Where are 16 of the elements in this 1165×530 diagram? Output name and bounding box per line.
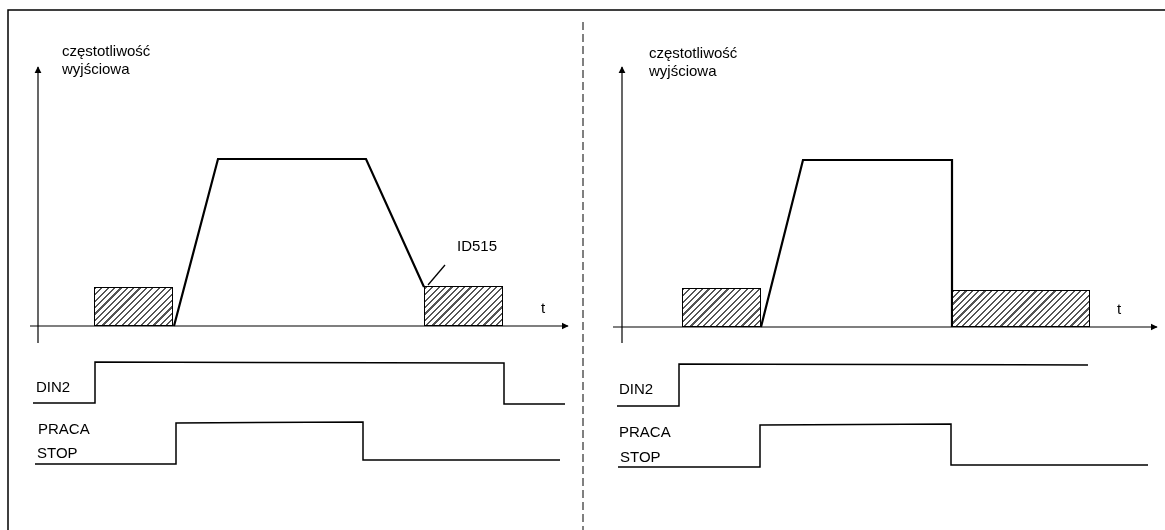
- hatched-area: [682, 288, 761, 327]
- axis-label: częstotliwość wyjściowa: [62, 42, 152, 78]
- signal-label: STOP: [620, 448, 661, 466]
- signal-label: PRACA: [619, 423, 671, 441]
- leader-line: [427, 264, 446, 286]
- axis-label: t: [541, 299, 546, 317]
- callout-label: ID515: [457, 237, 498, 255]
- hatched-area: [952, 290, 1090, 327]
- signal-label: STOP: [37, 444, 78, 462]
- axis-label: t: [1117, 300, 1122, 318]
- signal-label: DIN2: [36, 378, 71, 396]
- hatched-area: [94, 287, 173, 326]
- hatched-area: [424, 286, 503, 326]
- signal-label: DIN2: [619, 380, 654, 398]
- axis-label: częstotliwość wyjściowa: [649, 44, 739, 80]
- signal-label: PRACA: [38, 420, 90, 438]
